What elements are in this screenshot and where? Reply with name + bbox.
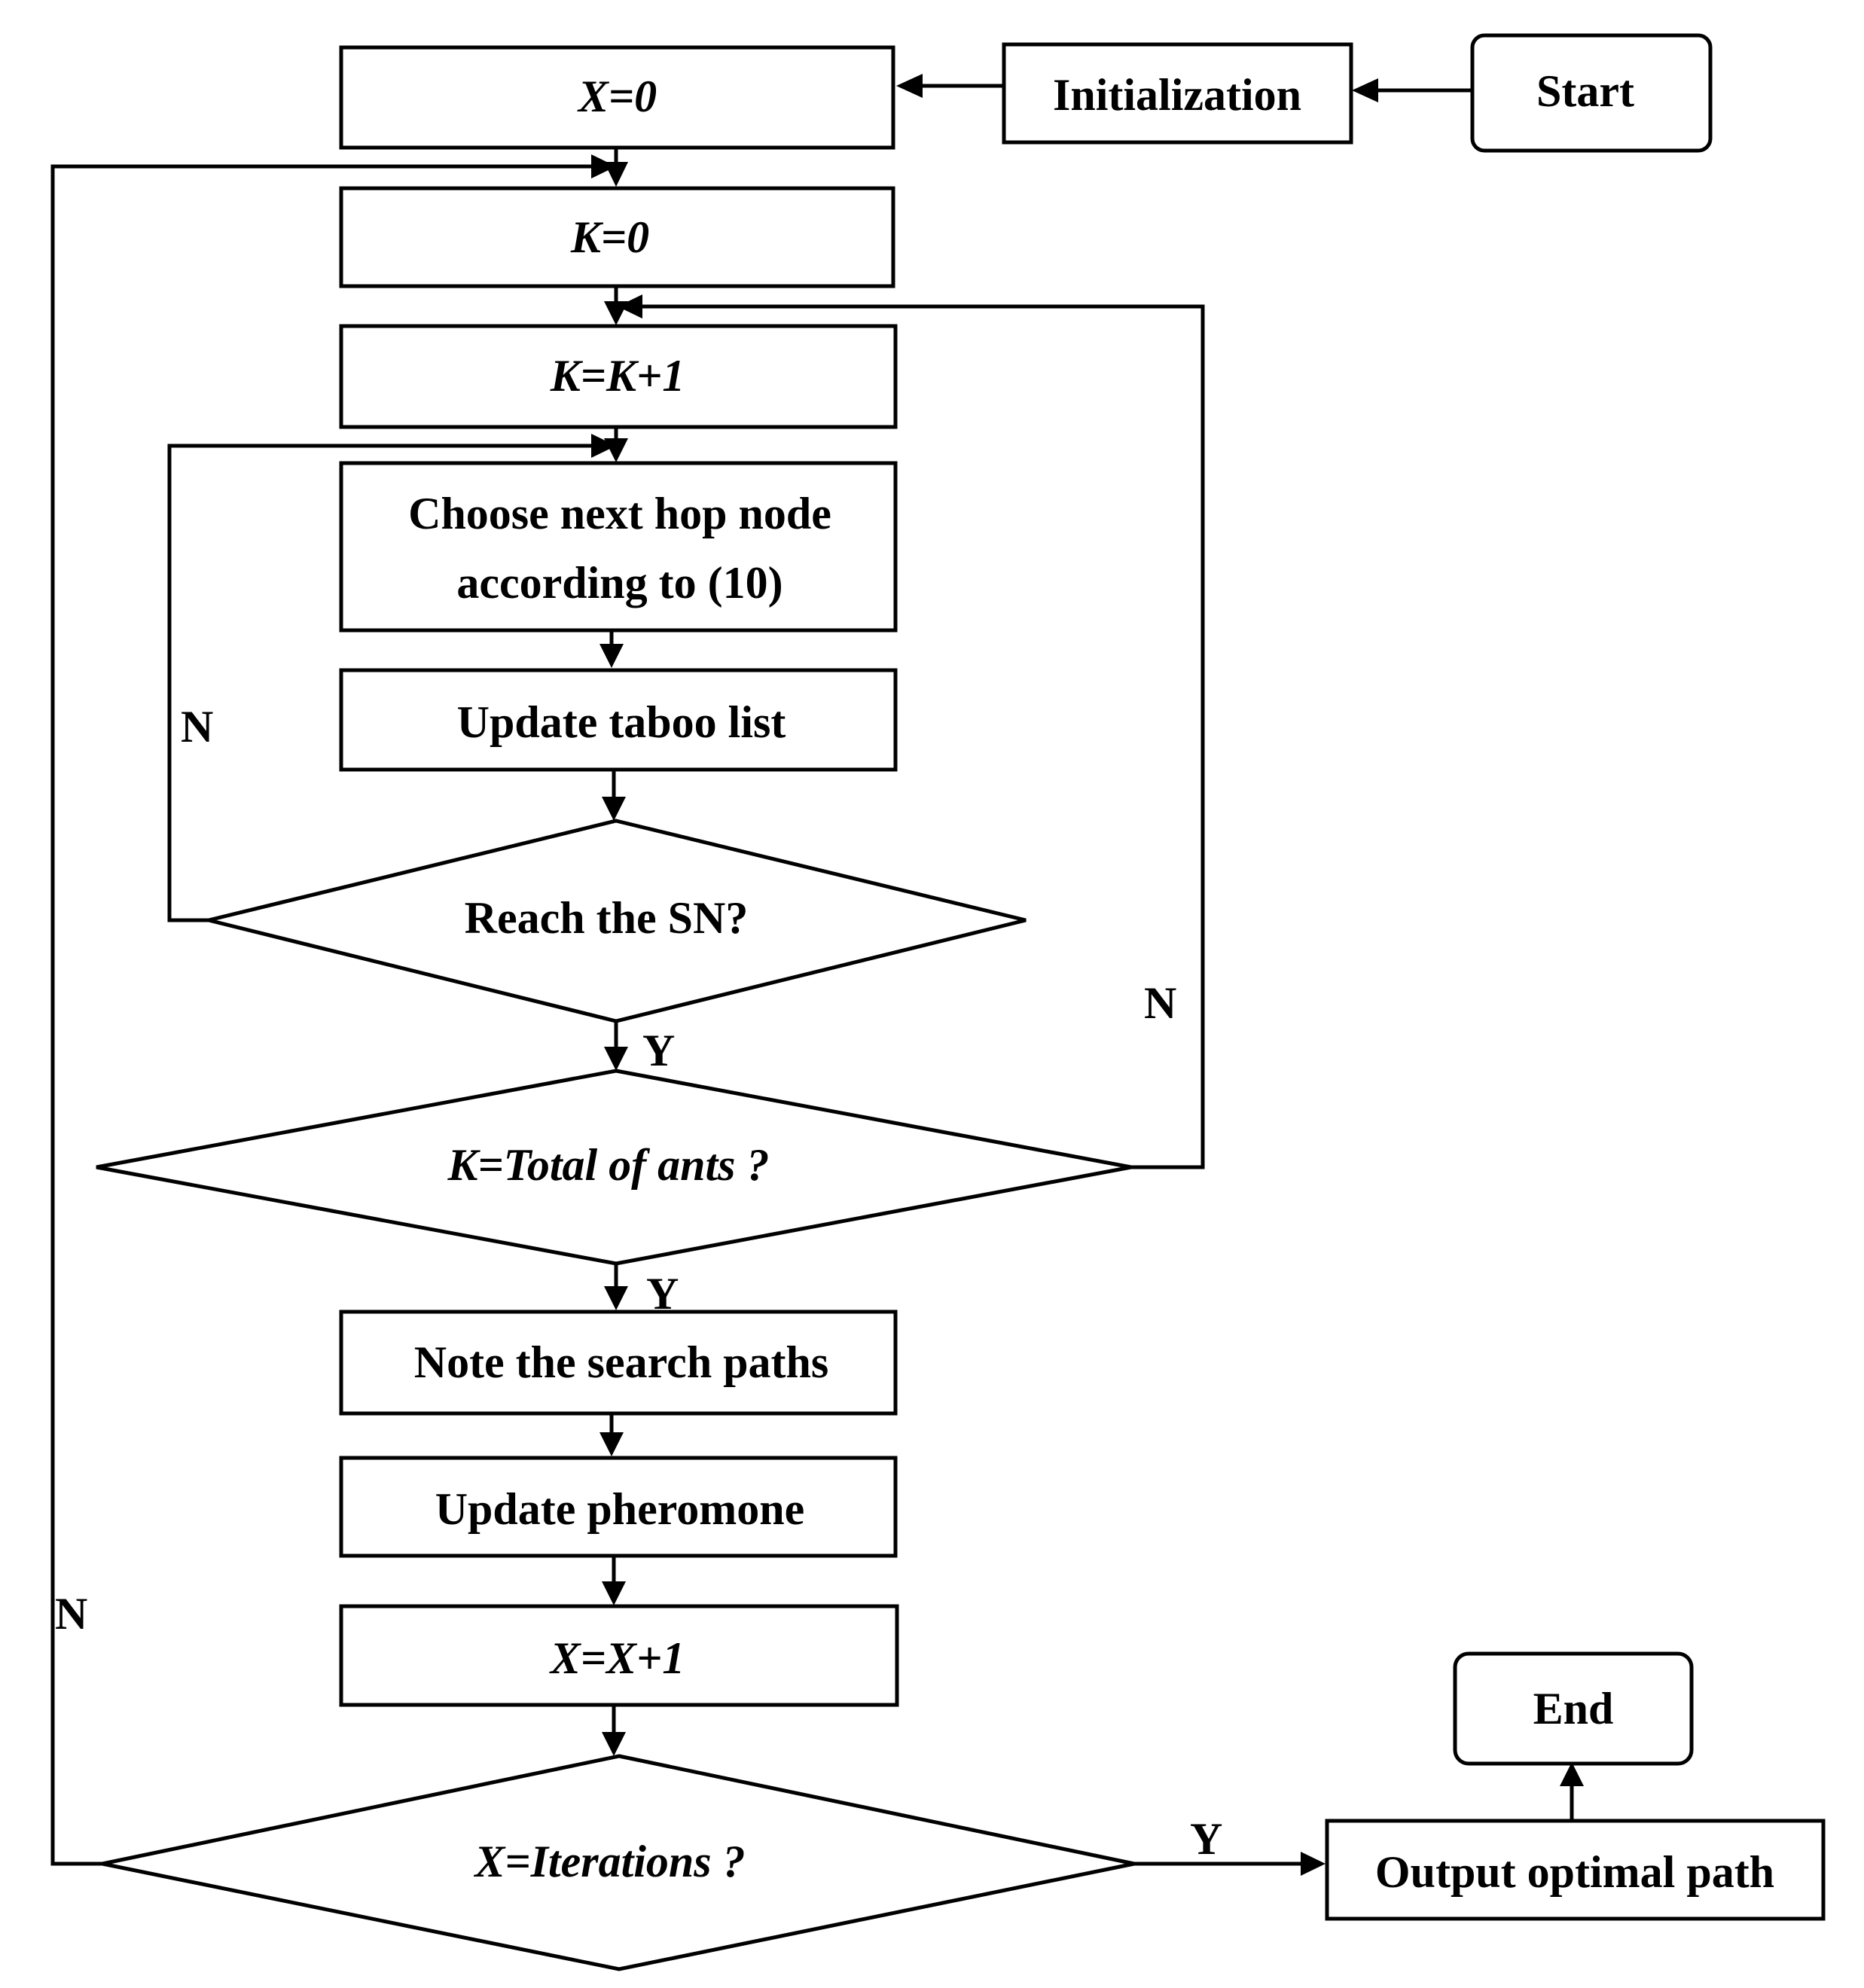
k-total-label: K=Total of ants ? — [447, 1140, 769, 1190]
x-increment-label: X=X+1 — [549, 1633, 685, 1683]
output-path-label: Output optimal path — [1375, 1847, 1774, 1897]
edges — [50, 74, 1584, 1876]
node-note-paths: Note the search paths — [339, 1310, 898, 1416]
arrowhead-output — [1301, 1852, 1326, 1876]
edge-reach-no-loop — [167, 444, 591, 922]
choose-next-hop-label-line1: Choose next hop node — [408, 489, 831, 538]
node-start: Start — [1470, 33, 1713, 153]
k-total-no-label: N — [1144, 978, 1176, 1028]
arrowhead-taboo — [599, 644, 624, 668]
node-k-total: K=Total of ants ? — [96, 1069, 1132, 1266]
arrowhead-reach-no — [591, 434, 616, 458]
x-increment-box — [339, 1604, 899, 1707]
x-init-label: X=0 — [577, 72, 657, 121]
x-iterations-yes-label: Y — [1190, 1814, 1222, 1864]
node-x-increment: X=X+1 — [339, 1604, 899, 1707]
initialization-label: Initialization — [1053, 70, 1301, 120]
start-label: Start — [1536, 66, 1634, 116]
arrowhead-xinc — [602, 1581, 626, 1605]
start-terminal — [1470, 33, 1713, 153]
arrowhead-xiter — [602, 1732, 626, 1756]
end-label: End — [1533, 1684, 1614, 1733]
edge-xiter-no-loop — [50, 164, 591, 1866]
node-update-pheromone: Update pheromone — [339, 1456, 898, 1558]
node-x-iterations: X=Iterations ? — [102, 1754, 1135, 1971]
update-taboo-label: Update taboo list — [457, 697, 786, 747]
k-increment-label: K=K+1 — [550, 351, 685, 401]
note-paths-label: Note the search paths — [414, 1337, 829, 1387]
arrowhead-x0 — [896, 74, 923, 98]
k-increment-box — [339, 324, 898, 429]
reach-sn-label: Reach the SN? — [465, 893, 749, 943]
edge-ktotal-no-loop — [642, 304, 1205, 1169]
reach-sn-no-label: N — [181, 702, 213, 752]
arrowhead-pheromone — [599, 1432, 624, 1456]
update-taboo-box — [339, 668, 898, 772]
k-init-box — [339, 186, 895, 288]
node-x-init: X=0 — [339, 45, 895, 150]
arrowhead-end — [1560, 1762, 1584, 1786]
x-iterations-no-label: N — [55, 1589, 87, 1639]
x-iterations-label: X=Iterations ? — [473, 1837, 745, 1886]
arrowhead-ktotal — [604, 1047, 628, 1071]
reach-sn-diamond — [208, 819, 1027, 1023]
reach-sn-yes-label: Y — [642, 1026, 675, 1075]
end-terminal — [1453, 1651, 1694, 1766]
choose-next-hop-label-line2: according to (10) — [456, 558, 783, 608]
node-choose-next-hop: Choose next hop node according to (10) — [339, 461, 898, 633]
x-init-box — [339, 45, 895, 150]
node-k-increment: K=K+1 — [339, 324, 898, 429]
node-update-taboo: Update taboo list — [339, 668, 898, 772]
node-end: End — [1453, 1651, 1694, 1766]
update-pheromone-box — [339, 1456, 898, 1558]
node-initialization: Initialization — [1002, 42, 1353, 145]
k-total-yes-label: Y — [646, 1269, 679, 1319]
k-total-diamond — [96, 1069, 1132, 1266]
k-init-label: K=0 — [570, 212, 649, 262]
arrowhead-xiter-no — [591, 154, 616, 178]
output-path-box — [1325, 1819, 1826, 1921]
choose-next-hop-box — [339, 461, 898, 633]
node-reach-sn: Reach the SN? — [208, 819, 1027, 1023]
note-paths-box — [339, 1310, 898, 1416]
update-pheromone-label: Update pheromone — [435, 1484, 805, 1534]
x-iterations-diamond — [102, 1754, 1135, 1971]
node-k-init: K=0 — [339, 186, 895, 288]
arrowhead-init — [1352, 78, 1378, 102]
arrowhead-ktotal-no — [618, 294, 642, 319]
node-output-path: Output optimal path — [1325, 1819, 1826, 1921]
arrowhead-note — [604, 1286, 628, 1310]
arrowhead-reach — [602, 797, 626, 821]
initialization-box — [1002, 42, 1353, 145]
